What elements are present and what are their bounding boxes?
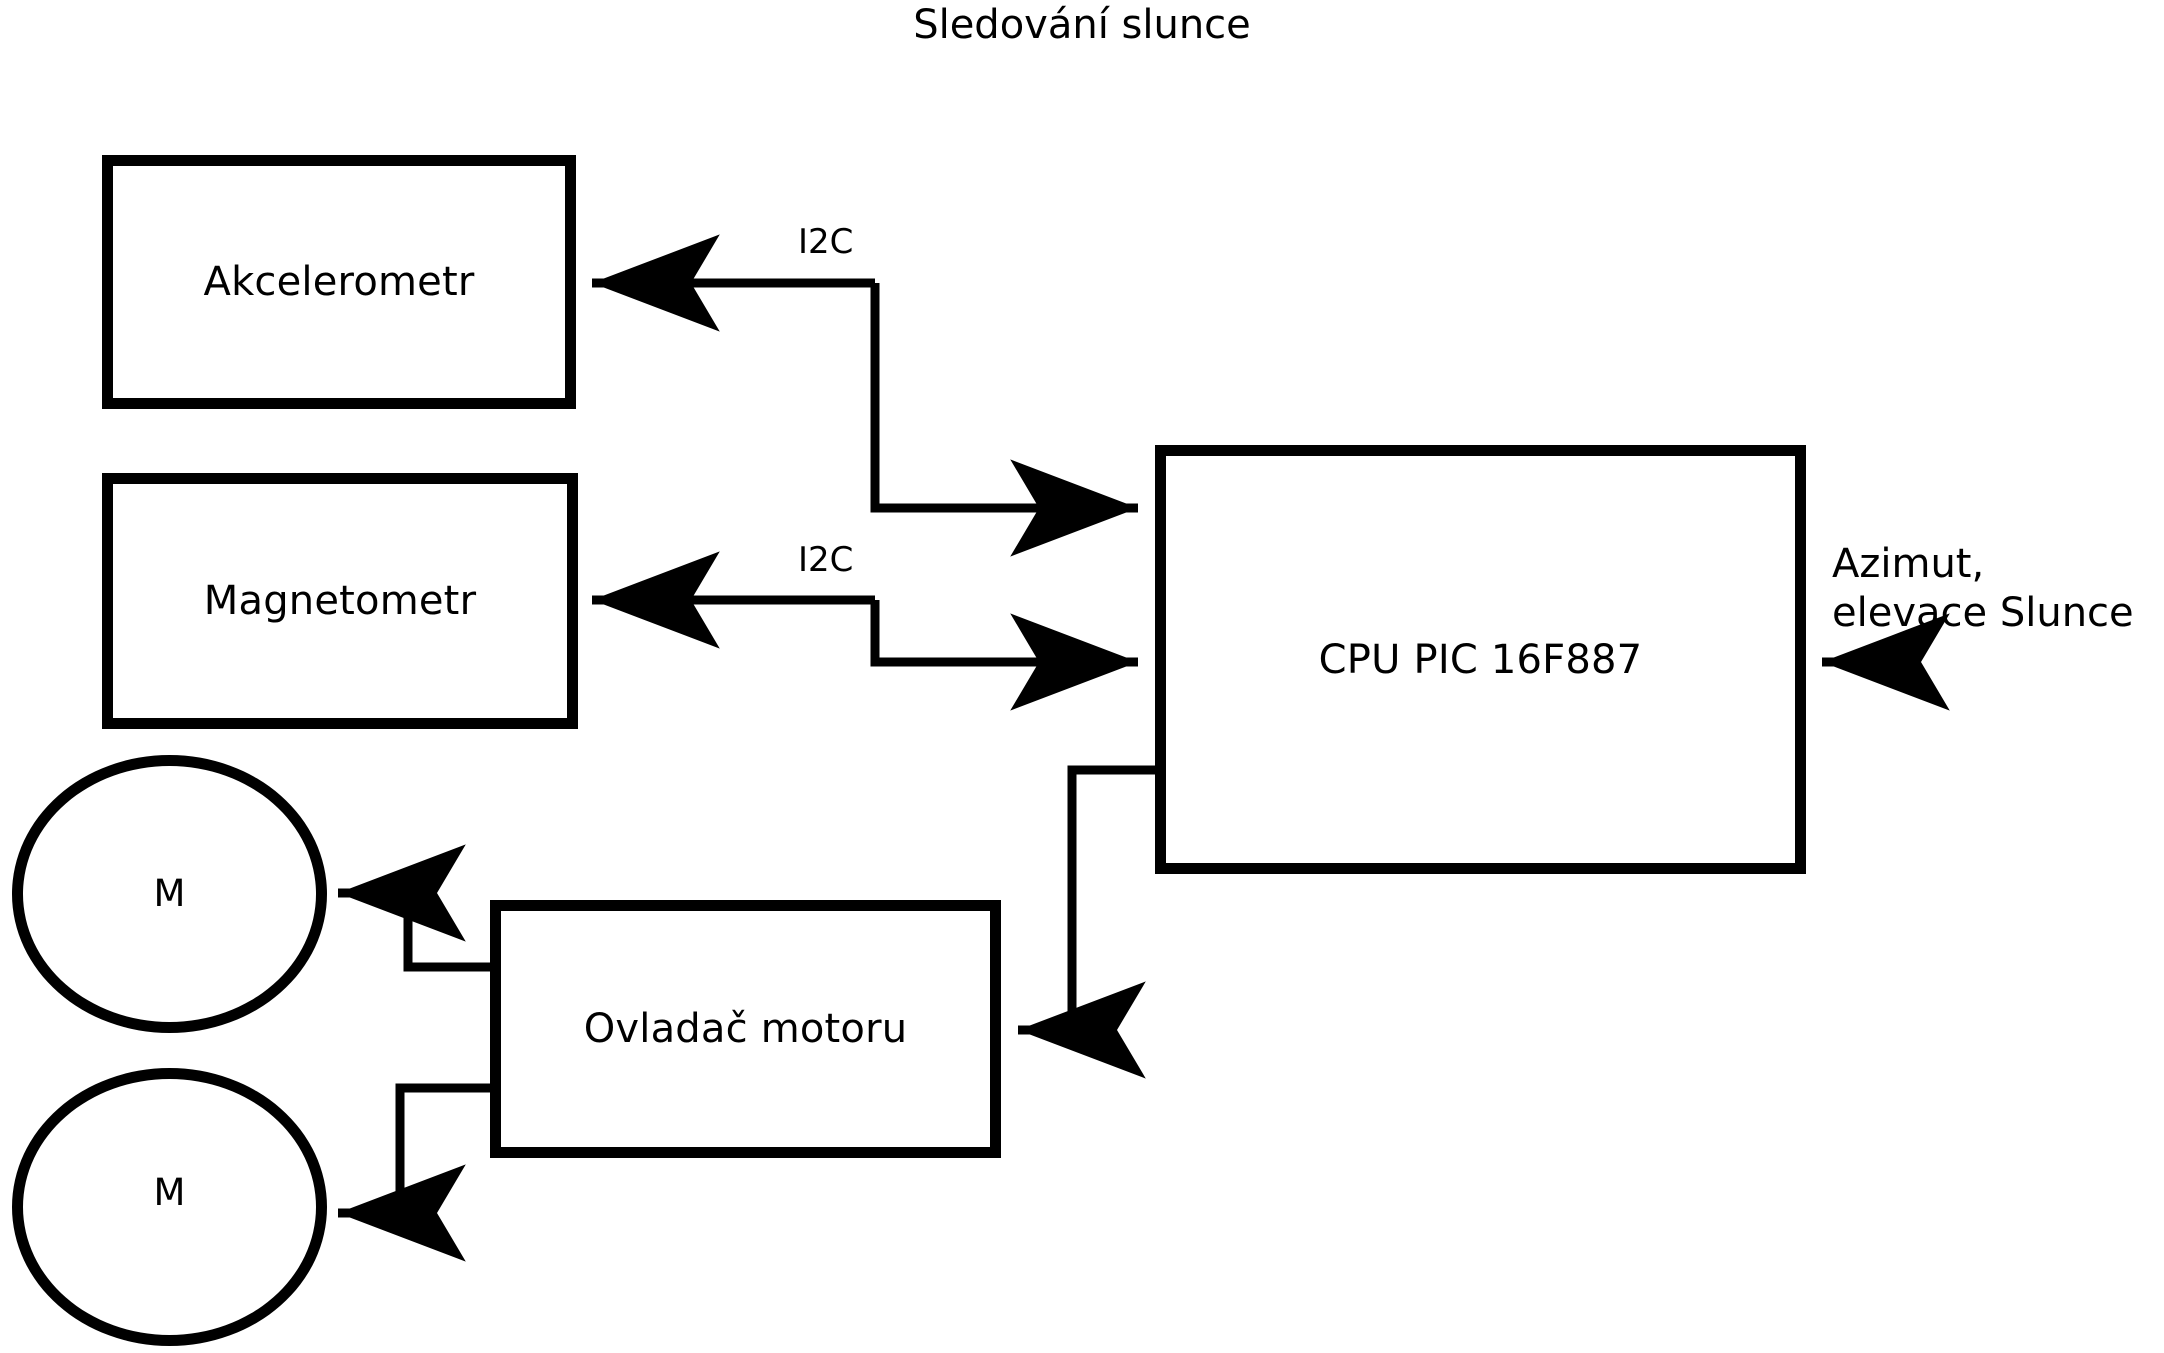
edge-accelerometer-to-cpu	[870, 283, 1139, 557]
node-motor-2-label: M	[153, 1170, 186, 1214]
edge-motor-driver-to-motor-1	[337, 844, 490, 972]
edge-cpu-to-motor-driver	[1017, 765, 1155, 1079]
node-motor-2[interactable]: M	[12, 1068, 327, 1346]
node-magnetometer[interactable]: Magnetometr	[102, 473, 578, 729]
node-cpu[interactable]: CPU PIC 16F887	[1155, 445, 1806, 874]
node-motor-1[interactable]: M	[12, 755, 327, 1033]
node-accelerometer[interactable]: Akcelerometr	[102, 155, 576, 409]
edge-magnetometer-to-cpu	[870, 600, 1139, 711]
sun-input-label-line2: elevace Slunce	[1832, 589, 2134, 636]
edge-motor-driver-to-motor-2	[337, 1083, 490, 1262]
node-accelerometer-label: Akcelerometr	[203, 259, 475, 305]
edge-label-i2c-magnetometer: I2C	[798, 540, 854, 580]
node-motor-1-label: M	[153, 871, 186, 915]
sun-input-label: Azimut, elevace Slunce	[1832, 540, 2134, 638]
node-cpu-label: CPU PIC 16F887	[1318, 636, 1643, 683]
sun-input-label-line1: Azimut,	[1832, 541, 1985, 587]
node-motor-driver-label: Ovladač motoru	[583, 1006, 908, 1052]
node-magnetometer-label: Magnetometr	[203, 578, 477, 624]
page-title: Sledování slunce	[913, 2, 1251, 48]
edge-label-i2c-accelerometer: I2C	[798, 222, 854, 262]
node-motor-driver[interactable]: Ovladač motoru	[490, 900, 1001, 1158]
